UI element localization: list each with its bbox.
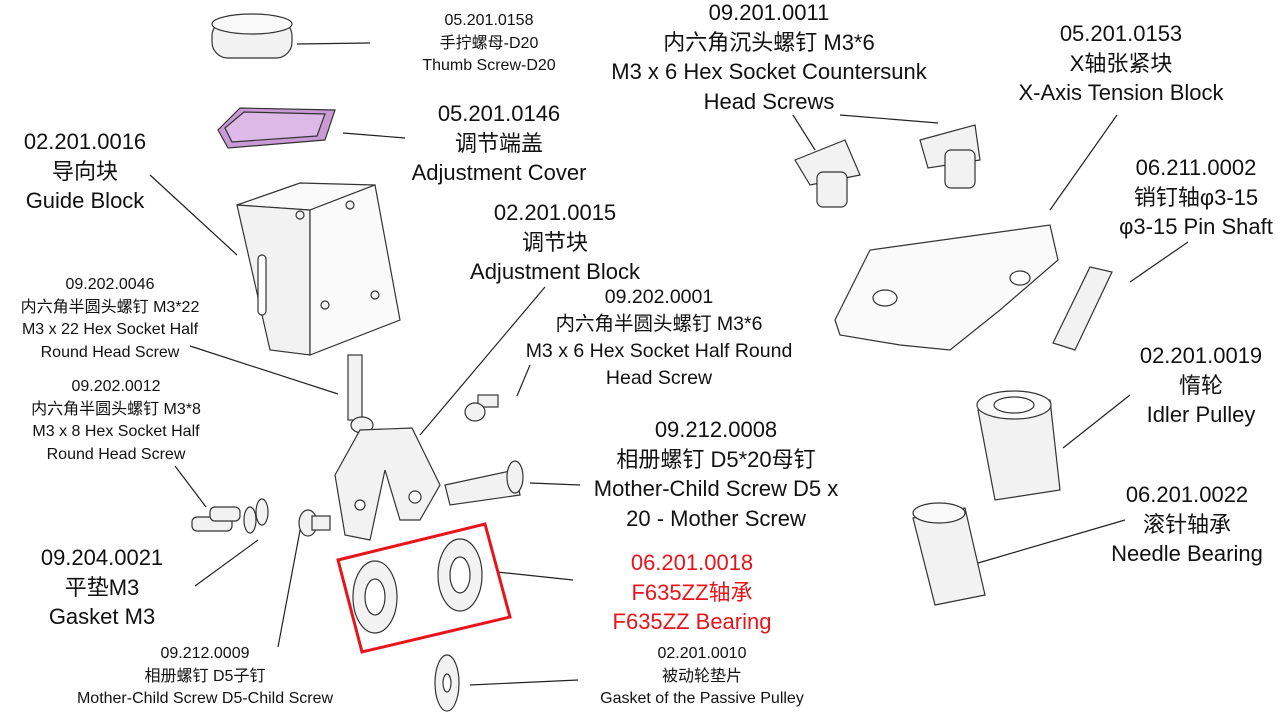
passive-gasket-part <box>434 654 460 712</box>
leader-lines <box>149 42 1189 686</box>
needle-bearing-part <box>912 502 986 606</box>
bearing-f635zz-part <box>352 538 483 634</box>
thumb-screw-part <box>211 13 293 59</box>
adjustment-cover-part <box>217 107 336 149</box>
gasket-m3-part <box>243 498 269 534</box>
pin-shaft-part <box>1052 266 1113 351</box>
m3x8-screws-part <box>191 506 241 532</box>
tension-block-part <box>834 224 1059 351</box>
guide-block-part <box>236 182 401 356</box>
highlight-box <box>336 522 512 654</box>
m3x22-screw-part <box>347 354 374 434</box>
child-screw-part <box>298 509 331 537</box>
m3x6-halfround-screw-part <box>464 394 499 422</box>
adjustment-block-part <box>334 427 441 541</box>
mother-screw-part <box>444 460 524 506</box>
countersunk-screws-part <box>794 124 981 208</box>
idler-pulley-part <box>976 390 1061 501</box>
